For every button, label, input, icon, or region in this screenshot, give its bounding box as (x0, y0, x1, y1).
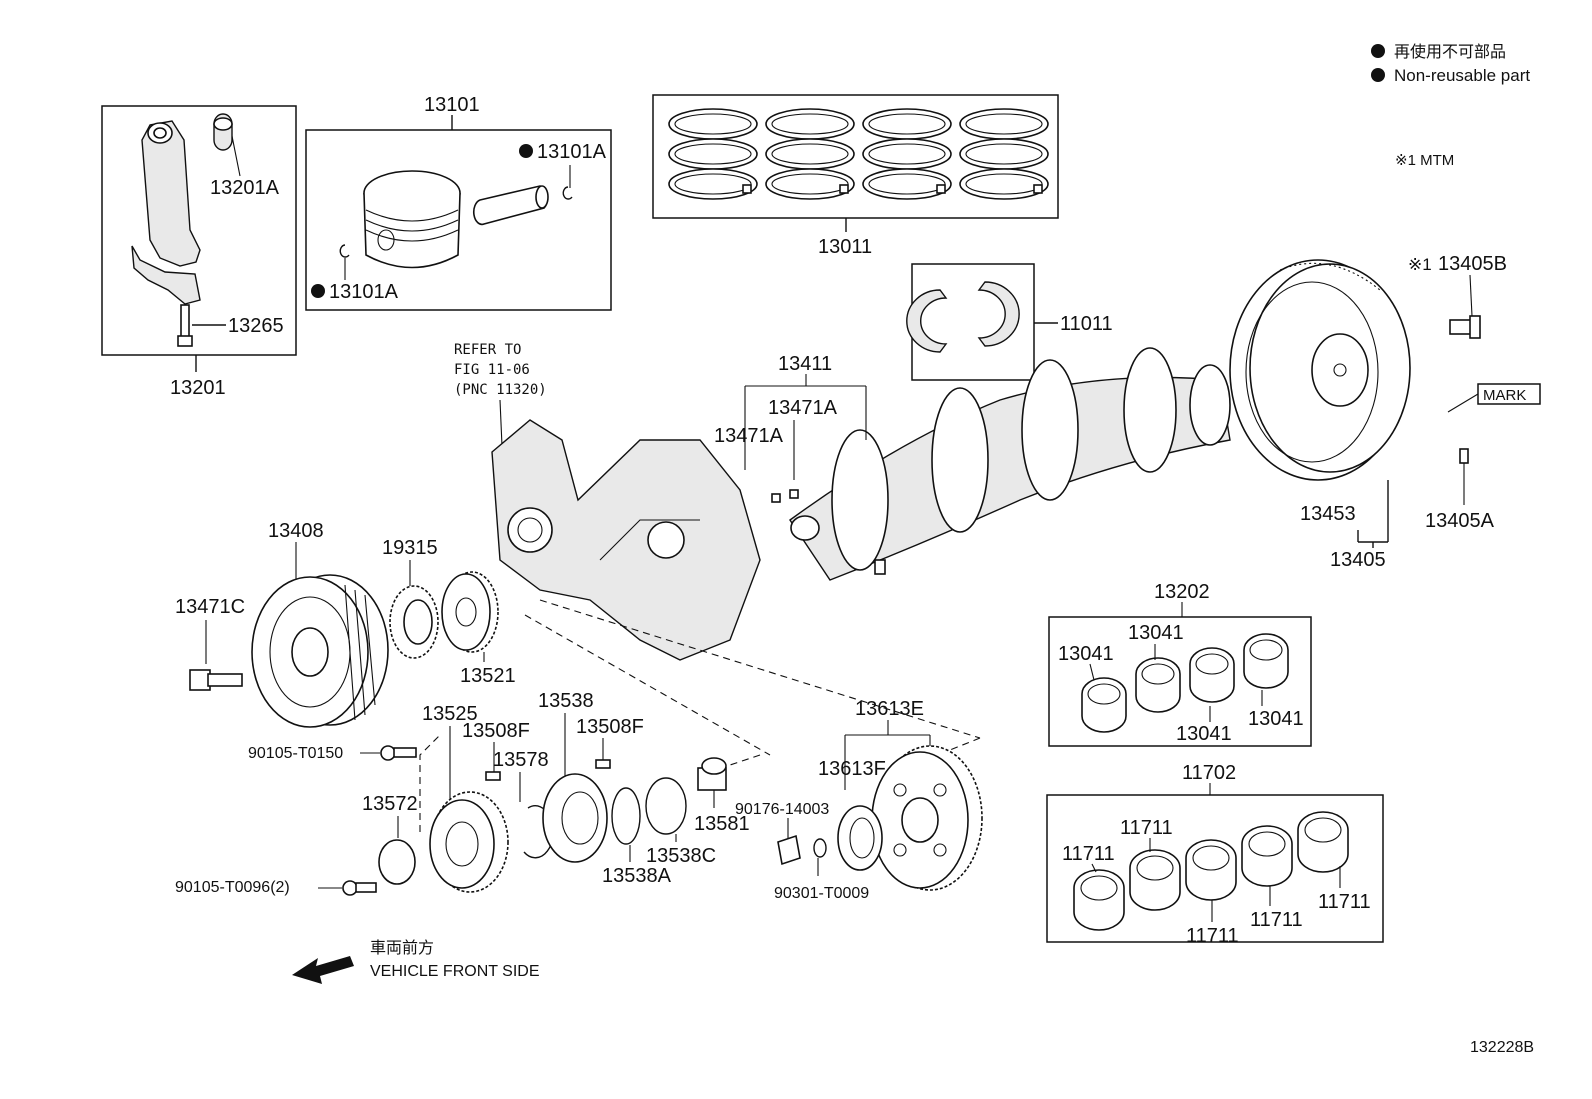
label-13613E: 13613E (855, 698, 924, 720)
thrust-plate-group: 13572 90105-T0096(2) (175, 793, 418, 896)
label-13405: 13405 (1330, 549, 1386, 571)
label-90105-T0096: 90105-T0096(2) (175, 879, 290, 896)
label-11711-e: 11711 (1318, 891, 1371, 913)
label-13613F: 13613F (818, 758, 886, 780)
legend-en: Non-reusable part (1394, 66, 1530, 85)
label-13521: 13521 (460, 665, 516, 687)
refer-line2: FIG 11-06 (454, 362, 530, 378)
cam-gear-group: 13613E 13613F (818, 698, 983, 891)
sensor-13581-group: 13581 (694, 757, 750, 835)
label-13538A: 13538A (602, 865, 672, 887)
ring-13538A-group: 13538A (602, 787, 672, 887)
crank-key-group: 13411 13471A 13471A (714, 353, 867, 503)
vehicle-front-indicator: 車両前方 VEHICLE FRONT SIDE (292, 939, 540, 984)
refer-line1: REFER TO (454, 342, 521, 358)
timing-rotor-group: 19315 (382, 537, 439, 659)
label-13201A: 13201A (210, 177, 280, 199)
label-90176-14003: 90176-14003 (735, 801, 829, 818)
label-90105-T0150: 90105-T0150 (248, 745, 343, 762)
label-11711-d: 11711 (1250, 909, 1303, 931)
label-13581: 13581 (694, 813, 750, 835)
non-reusable-bullet-icon (311, 284, 325, 298)
non-reusable-bullet-icon (1371, 44, 1385, 58)
label-13538C: 13538C (646, 845, 716, 867)
label-13405B: 13405B (1438, 253, 1507, 275)
label-13041-c: 13041 (1176, 723, 1232, 745)
main-bearing-group: 13202 13041 13041 13041 13041 (1048, 581, 1312, 747)
label-13265: 13265 (228, 315, 284, 337)
label-13201: 13201 (170, 377, 226, 399)
label-13525: 13525 (422, 703, 478, 725)
front-arrow-icon (292, 956, 354, 984)
front-jp: 車両前方 (370, 939, 434, 957)
label-11711-b: 11711 (1120, 817, 1173, 839)
label-13411: 13411 (778, 353, 832, 375)
label-13041-d: 13041 (1248, 708, 1304, 730)
connecting-rod-group: 13201A 13265 13201 (101, 105, 297, 399)
label-13405A: 13405A (1425, 510, 1495, 532)
thrust-washer-group: 11011 (906, 263, 1113, 381)
crank-gear-group: 13521 (441, 571, 516, 687)
piston-group: 13101 13101A 13101A (305, 94, 612, 311)
label-13471A-right: 13471A (768, 397, 838, 419)
label-13572: 13572 (362, 793, 418, 815)
plug-90176-group: 90176-14003 (735, 801, 829, 866)
seal-group: 13538 13508F (538, 690, 644, 863)
mark-label: MARK (1483, 387, 1526, 404)
oring-90301-group: 90301-T0009 (774, 838, 869, 902)
non-reusable-bullet-icon (1371, 68, 1385, 82)
label-13508F-right: 13508F (576, 716, 644, 738)
timing-cover (491, 419, 761, 661)
label-13101A-top: 13101A (537, 141, 607, 163)
label-13041-b: 13041 (1128, 622, 1184, 644)
label-11702: 11702 (1182, 762, 1236, 784)
label-13453: 13453 (1300, 503, 1356, 525)
rod-bearing-group: 11702 11711 11711 11711 11711 11711 (1046, 762, 1384, 947)
label-13538: 13538 (538, 690, 594, 712)
refer-note: REFER TO FIG 11-06 (PNC 11320) (454, 342, 547, 447)
mtm-note: ※1 MTM (1395, 152, 1454, 169)
idler-gear-group: 13525 13508F (422, 703, 530, 893)
label-11711-a: 11711 (1062, 843, 1115, 865)
piston-rings-group: 13011 (652, 94, 1059, 258)
label-13011: 13011 (818, 236, 872, 258)
label-11011: 11011 (1060, 313, 1113, 335)
flywheel-group: ※1 13405B MARK 13405A 13453 13405 (1229, 253, 1541, 571)
label-13408: 13408 (268, 520, 324, 542)
label-13508F-left: 13508F (462, 720, 530, 742)
non-reusable-bullet-icon (519, 144, 533, 158)
figure-code: 132228B (1470, 1039, 1534, 1056)
label-11711-c: 11711 (1186, 925, 1239, 947)
refer-line3: (PNC 11320) (454, 382, 547, 398)
label-19315: 19315 (382, 537, 438, 559)
label-90301-T0009: 90301-T0009 (774, 885, 869, 902)
label-13101A-bottom: 13101A (329, 281, 399, 303)
crank-pulley-group: 13408 13471C (175, 520, 389, 728)
label-13101: 13101 (424, 94, 480, 116)
crankshaft (789, 347, 1231, 581)
legend-jp: 再使用不可部品 (1394, 43, 1506, 61)
legend: 再使用不可部品 Non-reusable part ※1 MTM (1371, 43, 1530, 169)
label-13405B-mark: ※1 (1408, 255, 1432, 274)
label-13578: 13578 (493, 749, 549, 771)
label-13471C: 13471C (175, 596, 245, 618)
front-en: VEHICLE FRONT SIDE (370, 963, 540, 980)
label-13471A-left: 13471A (714, 425, 784, 447)
label-13041-a: 13041 (1058, 643, 1114, 665)
bolt-90105-T0150-group: 90105-T0150 (248, 745, 417, 762)
label-13202: 13202 (1154, 581, 1210, 603)
ring-13538C-group: 13538C (645, 777, 716, 867)
